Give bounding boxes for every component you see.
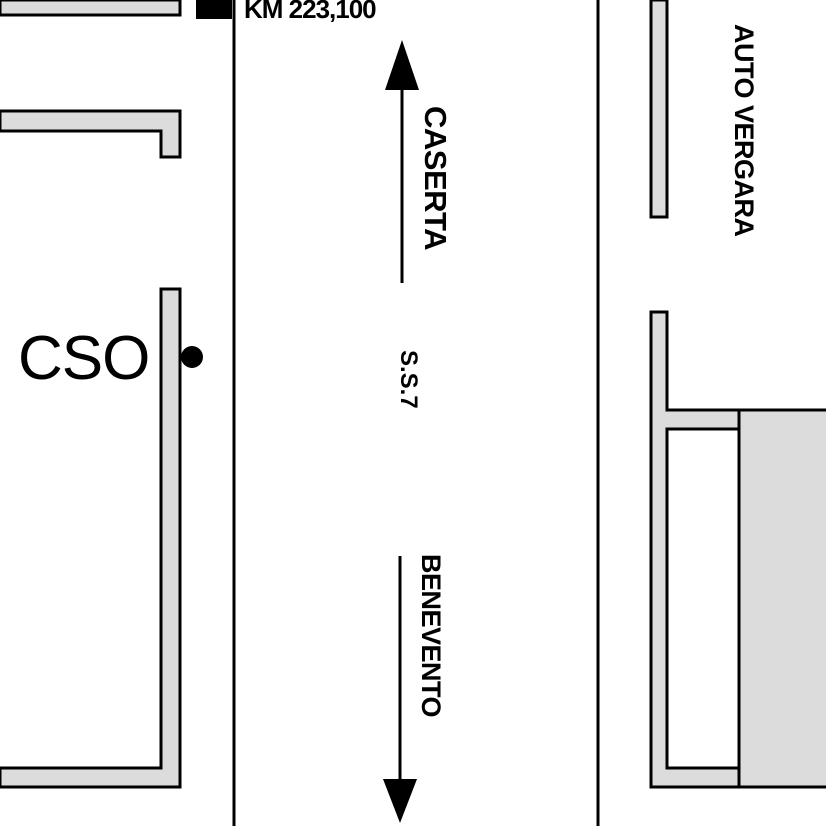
- building-right-top: [649, 0, 669, 219]
- building-left-large: [0, 287, 182, 789]
- arrow-down-icon: [383, 556, 417, 823]
- km-marker-icon: [196, 0, 232, 19]
- building-right-frame: [649, 310, 741, 789]
- building-left-middle: [0, 109, 182, 159]
- road-name-label: S.S.7: [395, 350, 422, 409]
- site-point-icon: [181, 346, 203, 368]
- business-label: AUTO VERGARA: [729, 24, 759, 237]
- site-label: CSO: [18, 324, 150, 393]
- arrow-up-icon: [385, 40, 419, 283]
- direction-south-label: BENEVENTO: [416, 554, 446, 718]
- building-right-block: [737, 408, 826, 789]
- km-marker-label: KM 223,100: [244, 0, 377, 24]
- building-left-top: [0, 0, 182, 17]
- direction-north-label: CASERTA: [418, 106, 453, 251]
